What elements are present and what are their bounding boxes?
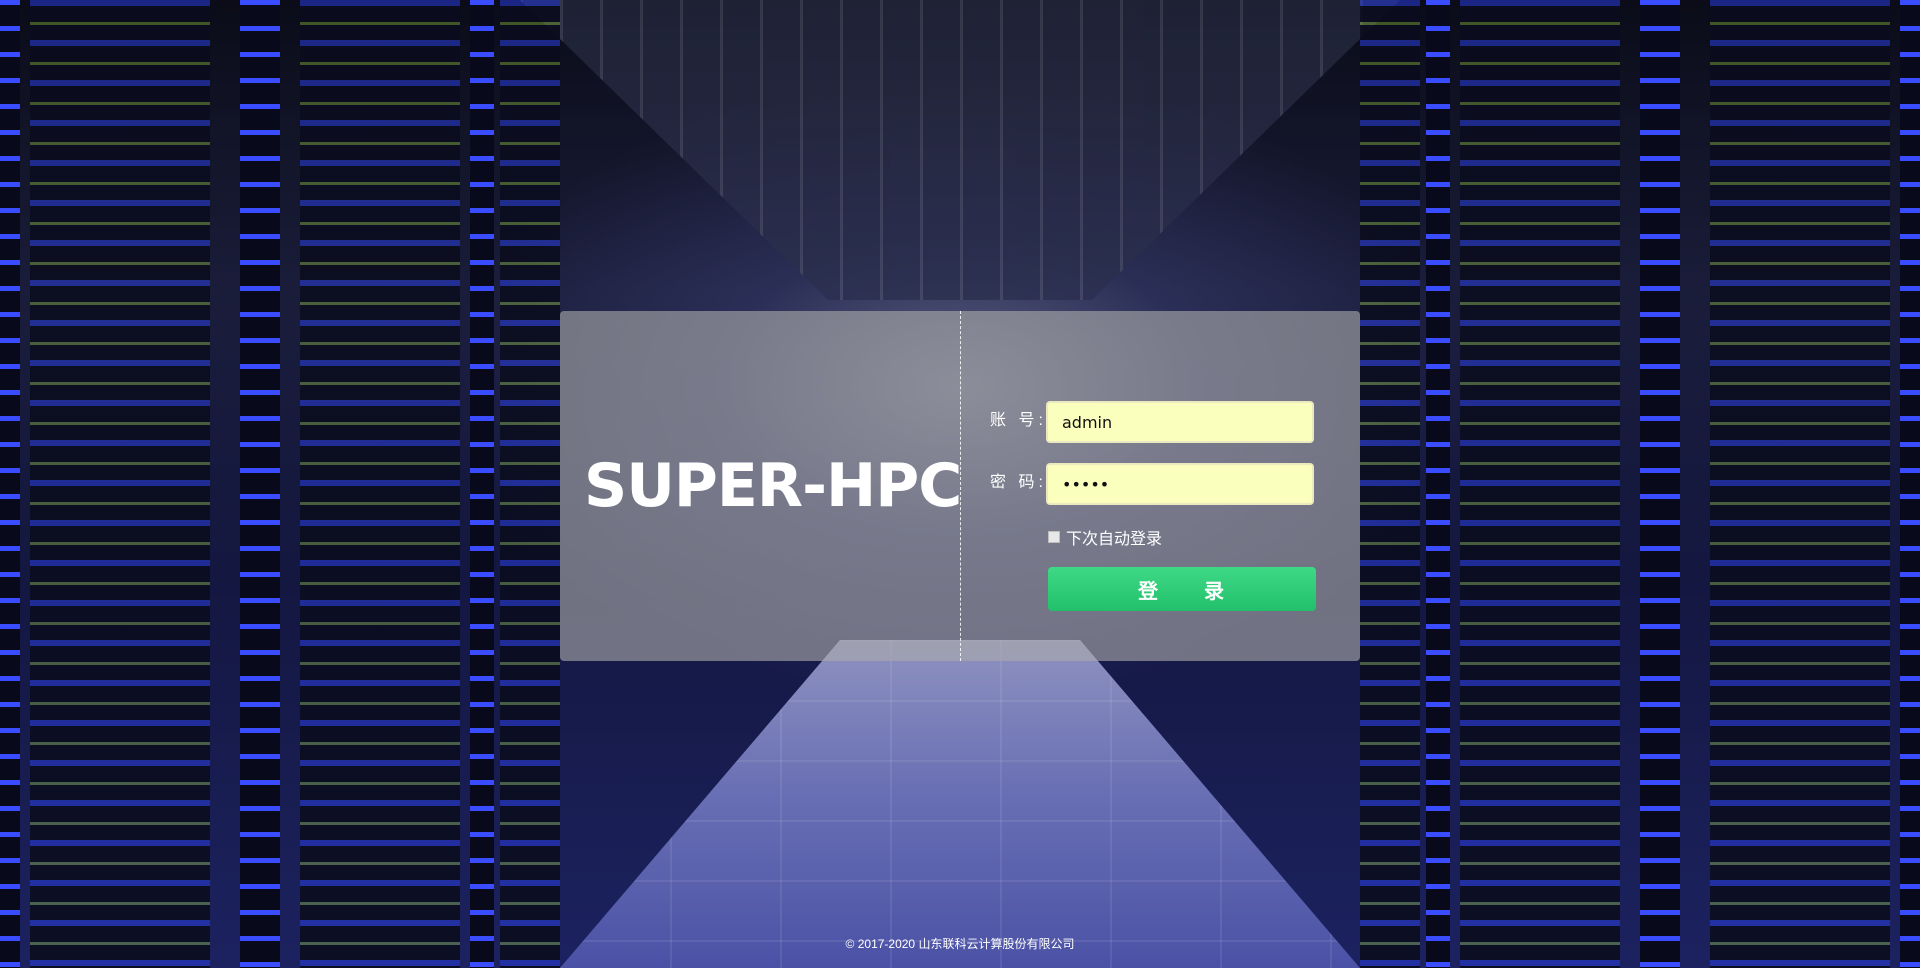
rack-decoration bbox=[240, 0, 280, 968]
rack-decoration bbox=[300, 0, 460, 968]
rack-decoration bbox=[1360, 0, 1420, 968]
rack-decoration bbox=[470, 0, 494, 968]
login-panel: SUPER-HPC 账 号: 密 码: 下次自动登录 登 录 bbox=[560, 311, 1360, 661]
rack-decoration bbox=[1640, 0, 1680, 968]
password-input[interactable] bbox=[1046, 463, 1314, 505]
account-input[interactable] bbox=[1046, 401, 1314, 443]
rack-decoration bbox=[1710, 0, 1890, 968]
rack-decoration bbox=[500, 0, 560, 968]
rack-decoration bbox=[0, 0, 20, 968]
rack-decoration bbox=[30, 0, 210, 968]
rack-decoration bbox=[1426, 0, 1450, 968]
rack-decoration bbox=[1460, 0, 1620, 968]
remember-me-checkbox[interactable] bbox=[1048, 531, 1060, 543]
panel-divider bbox=[960, 311, 961, 661]
footer-copyright: © 2017-2020 山东联科云计算股份有限公司 bbox=[845, 937, 1075, 951]
ceiling-decoration bbox=[520, 0, 1400, 300]
remember-me-option[interactable]: 下次自动登录 bbox=[1048, 527, 1163, 548]
account-label: 账 号: bbox=[990, 412, 1047, 429]
rack-decoration bbox=[1900, 0, 1920, 968]
password-label: 密 码: bbox=[990, 474, 1047, 491]
brand-title: SUPER-HPC bbox=[584, 451, 962, 521]
floor-decoration bbox=[560, 640, 1360, 968]
login-button[interactable]: 登 录 bbox=[1048, 567, 1316, 611]
remember-me-label: 下次自动登录 bbox=[1066, 531, 1163, 548]
